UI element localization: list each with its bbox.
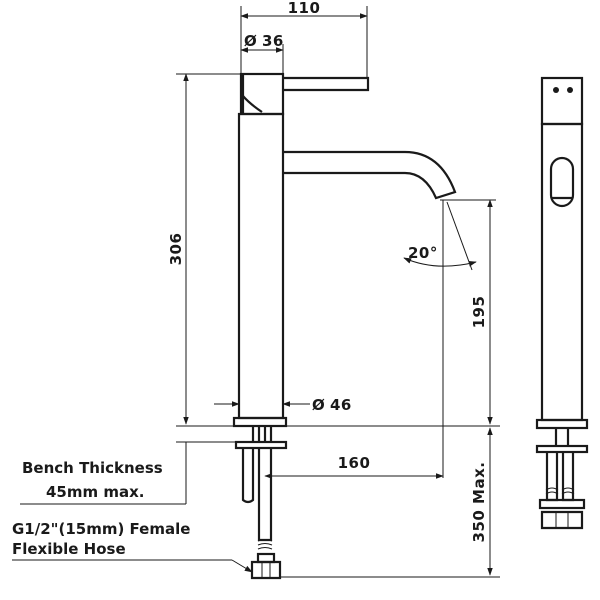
hose-nut	[250, 560, 282, 580]
dim-handle-diameter: Ø 36	[240, 32, 284, 74]
bench-note-line1: Bench Thickness	[22, 459, 163, 477]
dim-spout-reach-label: 160	[338, 454, 371, 472]
dim-spout-angle: 20°	[403, 200, 477, 478]
dim-body-height-label: 306	[167, 233, 185, 266]
dim-overall-width-label: 110	[288, 0, 321, 17]
spout	[283, 150, 457, 200]
hose-note: G1/2"(15mm) Female Flexible Hose	[12, 520, 253, 573]
bench-thickness-note: Bench Thickness 45mm max.	[20, 442, 187, 505]
dim-spout-height: 195	[440, 199, 496, 425]
tap-side-view	[232, 72, 457, 580]
dim-spout-angle-label: 20°	[408, 244, 438, 262]
front-body	[540, 122, 584, 422]
hose-note-line1: G1/2"(15mm) Female	[12, 520, 190, 538]
base-plate	[232, 416, 288, 428]
dim-handle-diameter-label: 36	[262, 32, 284, 50]
flexible-hose-right	[257, 448, 273, 542]
dim-body-height: 306	[167, 73, 241, 425]
body-diameter-symbol: Ø	[312, 396, 325, 414]
handle-diameter-symbol: Ø	[244, 32, 257, 50]
handle-cap	[239, 72, 285, 116]
tap-front-view	[535, 76, 589, 530]
bench-note-line2: 45mm max.	[46, 483, 144, 501]
dim-spout-height-label: 195	[470, 296, 488, 329]
dim-spout-reach: 160	[264, 454, 444, 479]
mounting-washer	[234, 440, 288, 450]
dim-overall-width: 110	[240, 0, 368, 78]
hose-note-line2: Flexible Hose	[12, 540, 126, 558]
front-handle-block	[540, 76, 584, 126]
dim-max-below-bench-label: 350 Max.	[470, 462, 488, 543]
tap-body	[237, 112, 285, 420]
handle-lever	[283, 76, 370, 92]
flexible-hose-left	[241, 448, 255, 504]
front-spout-outlet	[549, 156, 575, 208]
front-hose-nut	[540, 510, 584, 530]
dim-body-diameter-label: 46	[330, 396, 352, 414]
dim-max-below-bench: 350 Max.	[470, 427, 493, 576]
dim-body-diameter: Ø 46	[214, 396, 352, 414]
